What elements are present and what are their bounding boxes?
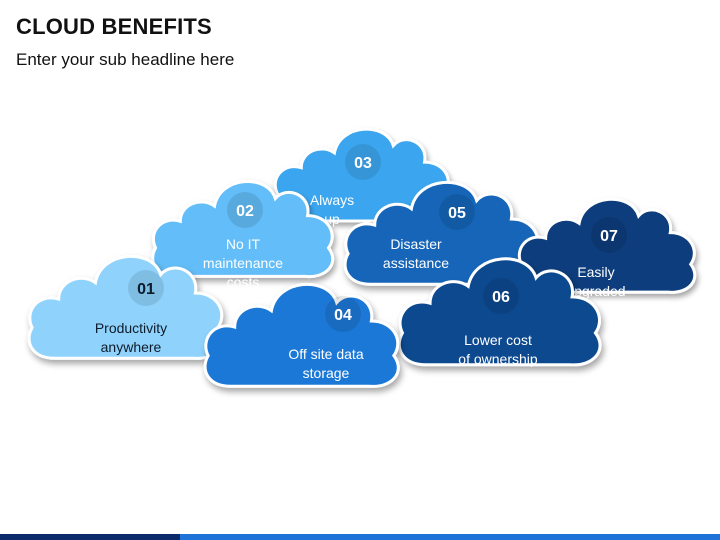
cloud-shape	[517, 197, 697, 294]
cloud-number: 05	[448, 205, 466, 222]
number-badge	[439, 194, 475, 230]
cloud-number: 03	[354, 155, 372, 172]
cloud-shape	[203, 282, 400, 388]
number-badge	[128, 270, 164, 306]
page-subtitle: Enter your sub headline here	[16, 50, 235, 69]
number-badge	[325, 296, 361, 332]
number-badge	[227, 192, 263, 228]
number-badge	[483, 278, 519, 314]
cloud-number: 07	[600, 228, 618, 245]
cloud-shape	[397, 257, 602, 367]
footer-bar-light	[180, 534, 720, 540]
cloud-number: 02	[236, 203, 254, 220]
cloud-number: 06	[492, 289, 510, 306]
number-badge	[591, 217, 627, 253]
cloud-number: 04	[334, 307, 352, 324]
cloud-shape	[151, 179, 335, 278]
page-title: CLOUD BENEFITS	[16, 14, 212, 39]
footer-bar-dark	[0, 534, 180, 540]
cloud-number: 01	[137, 281, 155, 298]
number-badge	[345, 144, 381, 180]
